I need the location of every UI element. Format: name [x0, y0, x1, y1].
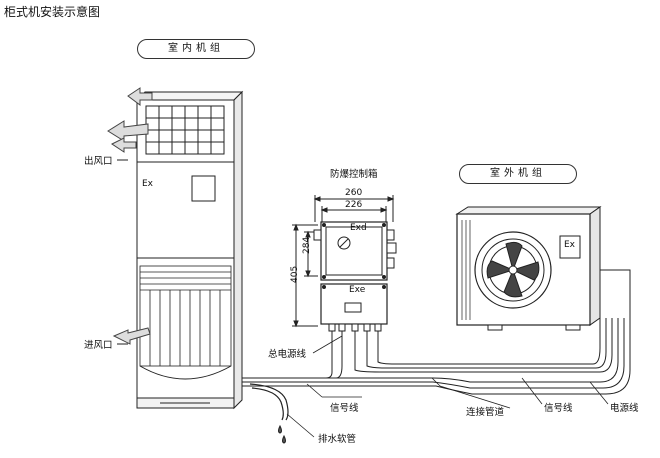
inlet-label: 进风口 [84, 340, 113, 351]
exe-mark: Exe [349, 285, 366, 295]
control-box-label: 防爆控制箱 [330, 169, 378, 180]
outdoor-unit-label: 室外机组 [459, 164, 577, 184]
inlet-grille [139, 265, 232, 367]
dim-260: 260 [345, 188, 363, 198]
diagram-title: 柜式机安装示意图 [4, 5, 101, 19]
indoor-unit-label: 室内机组 [137, 39, 255, 59]
power-line-label: 电源线 [610, 403, 639, 414]
dim-226: 226 [345, 200, 363, 210]
dim-405: 405 [290, 265, 300, 283]
drain-hose-label: 排水软管 [318, 434, 357, 445]
indoor-ex-mark: Ex [142, 179, 154, 189]
signal-line-right-label: 信号线 [544, 403, 573, 414]
main-power-label: 总电源线 [268, 349, 307, 360]
pipe-label: 连接管道 [466, 407, 505, 418]
dim-284: 284 [302, 236, 312, 254]
outdoor-unit [455, 206, 602, 331]
outlet-grille [145, 105, 225, 155]
outlet-label: 出风口 [84, 156, 113, 167]
connection-lines [242, 269, 631, 444]
signal-line-left-label: 信号线 [330, 403, 359, 414]
outdoor-ex-mark: Ex [564, 240, 576, 250]
exd-mark: Exd [350, 223, 367, 233]
callout-leaders [286, 335, 609, 438]
airflow-arrows [107, 87, 153, 345]
explosion-proof-control-box [292, 195, 397, 332]
indoor-unit [135, 90, 244, 410]
